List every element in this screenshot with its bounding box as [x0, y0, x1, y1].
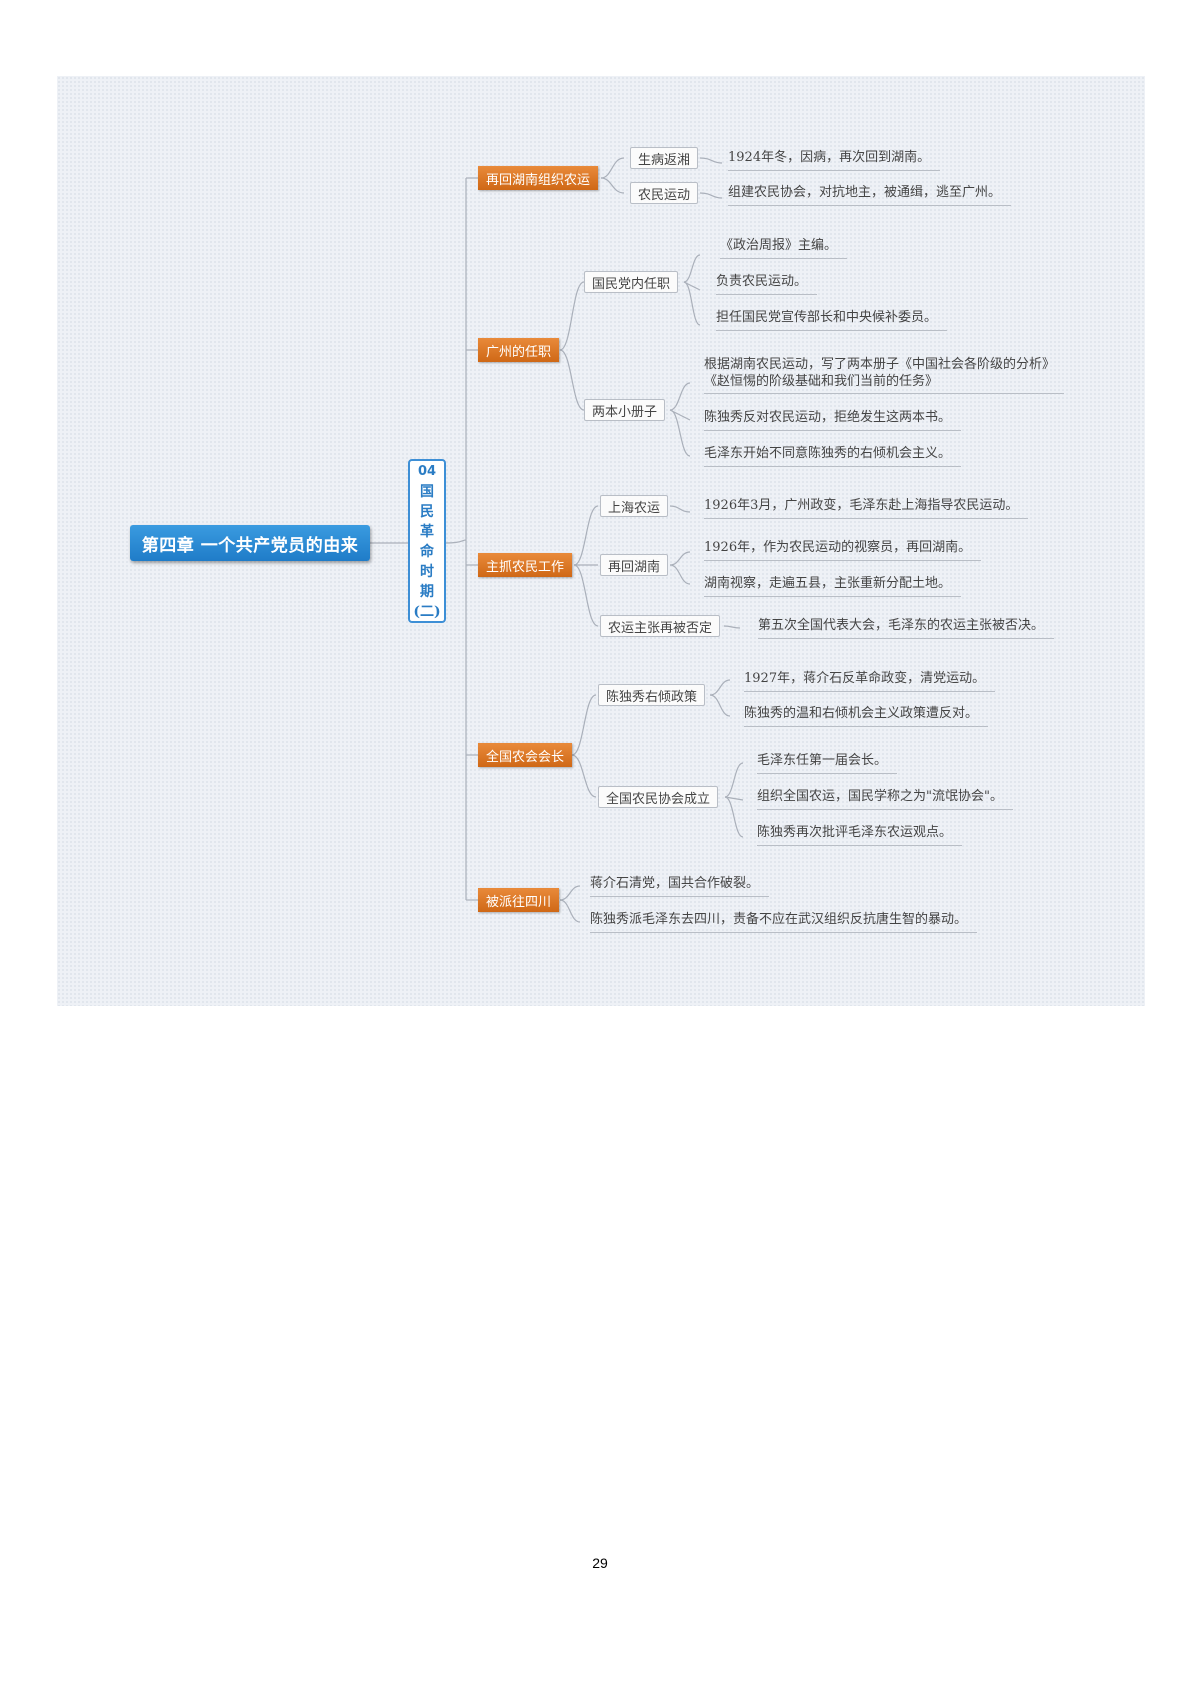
branch-peasant-work[interactable]: 主抓农民工作 [478, 553, 573, 577]
mind-map-canvas [57, 76, 1145, 1006]
leaf-topic[interactable]: 毛泽东开始不同意陈独秀的右倾机会主义。 [704, 445, 962, 467]
subtopic-two-booklets[interactable]: 两本小册子 [584, 399, 666, 421]
leaf-topic[interactable]: 1924年冬，因病，再次回到湖南。 [728, 149, 941, 171]
period-char: 命 [420, 544, 434, 560]
subtopic-shanghai-movement[interactable]: 上海农运 [600, 495, 669, 517]
leaf-topic[interactable]: 组建农民协会，对抗地主，被通缉，逃至广州。 [728, 184, 1012, 206]
leaf-topic[interactable]: 组织全国农运，国民学称之为"流氓协会"。 [757, 788, 1013, 810]
leaf-topic[interactable]: 湖南视察，走遍五县，主张重新分配土地。 [704, 575, 962, 597]
subtopic-back-to-hunan[interactable]: 再回湖南 [600, 554, 669, 576]
period-char: 国 [420, 484, 434, 500]
leaf-topic[interactable]: 蒋介石清党，国共合作破裂。 [590, 875, 770, 897]
period-char: 期 [420, 584, 434, 600]
period-topic[interactable]: 04 国 民 革 命 时 期 (二) [408, 459, 446, 623]
branch-return-hunan[interactable]: 再回湖南组织农运 [478, 166, 599, 190]
root-topic[interactable]: 第四章 一个共产党员的由来 [130, 525, 370, 561]
subtopic-peasant-movement[interactable]: 农民运动 [630, 182, 699, 204]
subtopic-chen-right-policy[interactable]: 陈独秀右倾政策 [598, 684, 706, 706]
leaf-topic[interactable]: 负责农民运动。 [716, 273, 818, 295]
leaf-topic[interactable]: 第五次全国代表大会，毛泽东的农运主张被否决。 [758, 617, 1055, 639]
period-char: 时 [420, 564, 434, 580]
branch-national-peasant-association[interactable]: 全国农会会长 [478, 743, 573, 767]
leaf-topic[interactable]: 陈独秀再次批评毛泽东农运观点。 [757, 824, 963, 846]
leaf-topic[interactable]: 1927年，蒋介石反革命政变，清党运动。 [744, 670, 996, 692]
subtopic-kmt-posts[interactable]: 国民党内任职 [584, 271, 679, 293]
period-number: 04 [417, 464, 437, 479]
leaf-topic[interactable]: 毛泽东任第一届会长。 [757, 752, 898, 774]
period-char: 民 [420, 504, 434, 520]
leaf-topic[interactable]: 陈独秀反对农民运动，拒绝发生这两本书。 [704, 409, 962, 431]
period-char: 革 [420, 524, 434, 540]
leaf-topic[interactable]: 陈独秀的温和右倾机会主义政策遭反对。 [744, 705, 989, 727]
leaf-topic[interactable]: 《政治周报》主编。 [720, 237, 848, 259]
leaf-topic[interactable]: 1926年3月，广州政变，毛泽东赴上海指导农民运动。 [704, 497, 1029, 519]
leaf-topic[interactable]: 根据湖南农民运动，写了两本册子《中国社会各阶级的分析》《赵恒惕的阶级基础和我们当… [704, 356, 1064, 394]
subtopic-illness-return[interactable]: 生病返湘 [630, 147, 699, 169]
leaf-topic[interactable]: 1926年，作为农民运动的视察员，再回湖南。 [704, 539, 982, 561]
branch-guangzhou-posts[interactable]: 广州的任职 [478, 338, 560, 362]
leaf-topic[interactable]: 陈独秀派毛泽东去四川，责备不应在武汉组织反抗唐生智的暴动。 [590, 911, 978, 933]
subtopic-proposal-rejected[interactable]: 农运主张再被否定 [600, 615, 721, 637]
page-number: 29 [592, 1555, 608, 1571]
leaf-topic[interactable]: 担任国民党宣传部长和中央候补委员。 [716, 309, 948, 331]
subtopic-association-founded[interactable]: 全国农民协会成立 [598, 786, 719, 808]
period-char: (二) [413, 604, 441, 620]
branch-sent-to-sichuan[interactable]: 被派往四川 [478, 888, 560, 912]
